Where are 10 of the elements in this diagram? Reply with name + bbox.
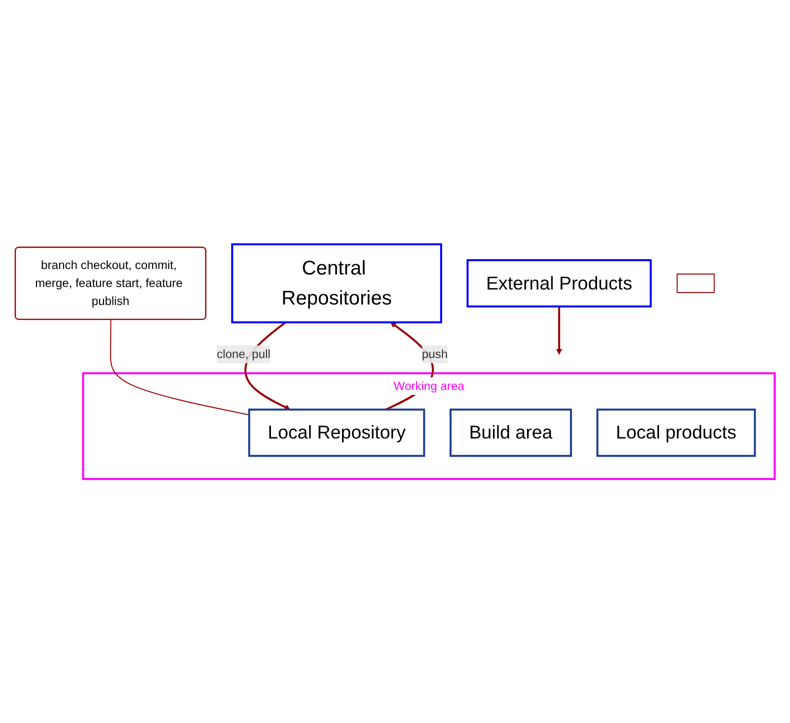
node-box: External Products [466,259,652,308]
node-box: Local products [596,408,756,457]
node-box: Central Repositories [231,243,442,324]
edge-label: push [422,347,448,361]
connector [110,319,250,416]
node-box: Local Repository [248,408,426,457]
edge-label: clone, pull [216,347,270,361]
node-box [676,273,715,293]
arrow [556,306,562,354]
node-box: Build area [450,408,572,457]
